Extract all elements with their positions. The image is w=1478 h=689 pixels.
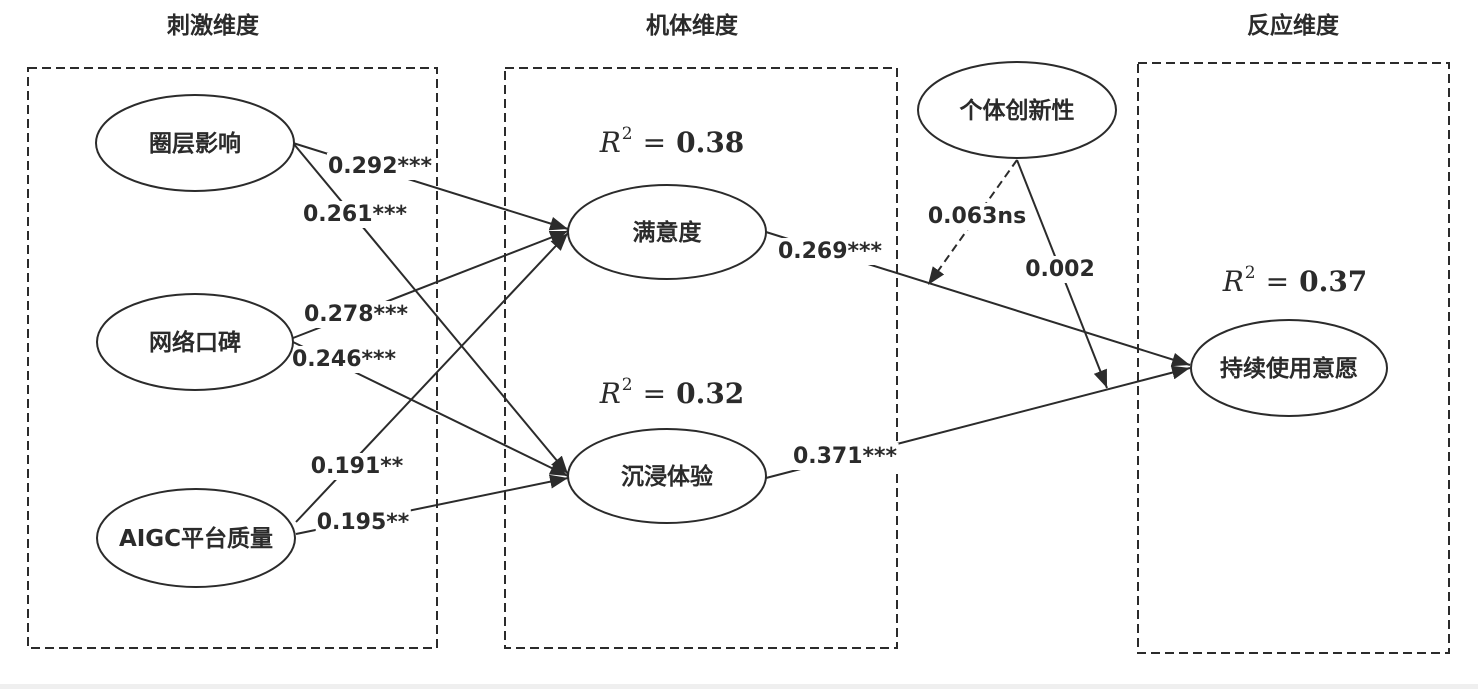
node-label-aigc-quality: AIGC平台质量 [119, 525, 273, 552]
edge-label-satisfaction-to-continuance: 0.269*** [778, 239, 883, 264]
node-ellipse [1190, 319, 1388, 417]
edge-label-circle-influence-to-satisfaction: 0.292*** [328, 154, 433, 179]
r-squared-exponent: 2 [622, 375, 633, 395]
r-squared-value: 0.37 [1299, 265, 1367, 298]
dimension-boxes [27, 62, 1450, 654]
edge-label-immersion-to-continuance-background [791, 443, 899, 470]
edge-label-backgrounds [290, 153, 1096, 536]
node-satisfaction: 满意度 [567, 184, 767, 280]
r-squared-symbol: R [599, 126, 621, 159]
r-squared-equals: = [643, 126, 666, 159]
node-ellipse [567, 428, 767, 524]
r-squared-value: 0.38 [676, 126, 744, 159]
stimulus-dimension-title: 刺激维度 [167, 12, 260, 39]
r-squared-immersion: R2 = 0.32 [599, 375, 745, 410]
node-ellipse [96, 293, 294, 391]
response-dimension-box [1137, 62, 1450, 654]
organism-dimension-box [504, 67, 898, 649]
node-ellipse [917, 61, 1117, 159]
r-squared-exponent: 2 [622, 124, 633, 144]
r-squared-labels: R2=0.38 R2=0.32 R2=0.37 [599, 124, 1368, 410]
edge-label-satisfaction-to-continuance-background [776, 238, 884, 265]
node-aigc-quality: AIGC平台质量 [96, 488, 296, 588]
edge-label-aigc-quality-to-immersion: 0.195** [317, 510, 410, 535]
node-ellipse [96, 488, 296, 588]
node-continuance: 持续使用意愿 [1190, 319, 1388, 417]
response-dimension-title: 反应维度 [1247, 12, 1340, 39]
moderation-label-on-satisfaction-path-background [926, 203, 1028, 230]
node-word-of-mouth: 网络口碑 [96, 293, 294, 391]
node-ellipse [567, 184, 767, 280]
node-label-immersion: 沉浸体验 [621, 463, 713, 490]
edge-label-circle-influence-to-immersion-background [301, 201, 409, 228]
edge-label-aigc-quality-to-satisfaction-background [309, 453, 405, 480]
edge-label-word-of-mouth-to-satisfaction-background [302, 301, 410, 328]
r-squared-equals: = [643, 377, 666, 410]
edge-labels: 0.292*** 0.261*** 0.278*** 0.246*** 0.19… [292, 154, 1095, 535]
r-squared-continuance: R2 = 0.37 [1222, 263, 1368, 298]
edge-label-circle-influence-to-immersion: 0.261*** [303, 202, 408, 227]
moderation-label-on-immersion-path-background [1024, 256, 1096, 283]
node-label-word-of-mouth: 网络口碑 [149, 329, 241, 356]
node-ellipse [95, 94, 295, 192]
node-innovativeness: 个体创新性 [917, 61, 1117, 159]
moderation-label-on-immersion-path: 0.002 [1025, 257, 1095, 282]
node-label-continuance: 持续使用意愿 [1220, 355, 1358, 382]
node-label-satisfaction: 满意度 [633, 219, 703, 246]
edge-label-aigc-quality-to-immersion-background [315, 509, 411, 536]
dimension-headers: 刺激维度 机体维度 反应维度 [167, 12, 1340, 39]
edge-label-word-of-mouth-to-satisfaction: 0.278*** [304, 302, 409, 327]
bottom-strip [0, 684, 1478, 689]
r-squared-equals: = [1266, 265, 1289, 298]
edge-label-aigc-quality-to-satisfaction: 0.191** [311, 454, 404, 479]
edge-label-word-of-mouth-to-immersion-background [290, 346, 398, 373]
node-circle-influence: 圈层影响 [95, 94, 295, 192]
moderation-label-on-satisfaction-path: 0.063ns [928, 204, 1026, 229]
r-squared-value: 0.32 [676, 377, 744, 410]
node-immersion: 沉浸体验 [567, 428, 767, 524]
node-label-innovativeness: 个体创新性 [960, 97, 1075, 124]
stimulus-dimension-box [27, 67, 438, 649]
r-squared-exponent: 2 [1245, 263, 1256, 283]
edge-label-immersion-to-continuance: 0.371*** [793, 444, 898, 469]
node-label-circle-influence: 圈层影响 [149, 131, 241, 157]
edge-label-circle-influence-to-satisfaction-background [326, 153, 434, 180]
r-squared-satisfaction: R2 = 0.38 [599, 124, 745, 159]
organism-dimension-title: 机体维度 [646, 12, 739, 39]
r-squared-symbol: R [1222, 265, 1244, 298]
edge-label-word-of-mouth-to-immersion: 0.246*** [292, 347, 397, 372]
edge-circle-influence-to-immersion [292, 142, 569, 475]
construct-nodes: 圈层影响 网络口碑 AIGC平台质量 满意度 沉浸体验 个体创新性 持续使用意愿 [95, 61, 1388, 588]
r-squared-symbol: R [599, 377, 621, 410]
